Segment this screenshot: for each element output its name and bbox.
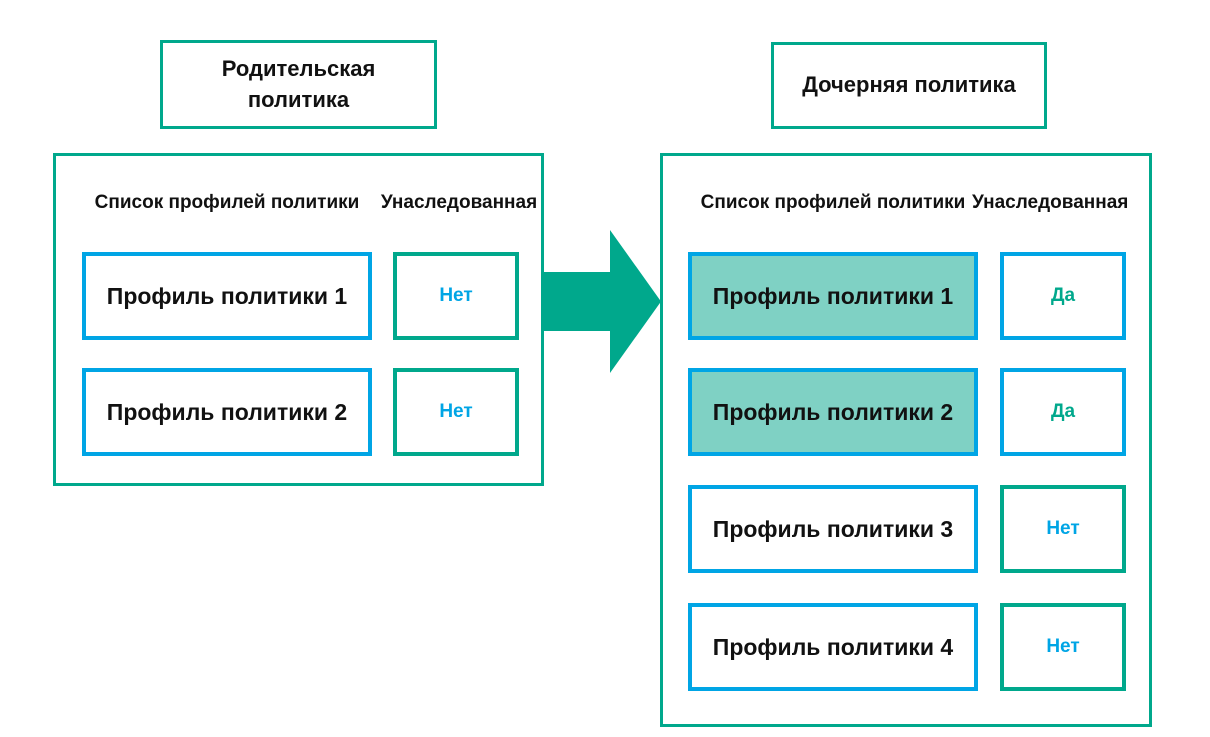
- child-policy-title-box: Дочерняя политика: [771, 42, 1047, 129]
- parent-profile-box-1: Профиль политики 1: [82, 252, 372, 340]
- inheritance-arrow-icon: [544, 230, 661, 373]
- child-inherited-box-4: Нет: [1000, 603, 1126, 691]
- child-inherited-value-1: Да: [1050, 285, 1076, 306]
- child-inherited-box-1: Да: [1000, 252, 1126, 340]
- child-inherited-column-header: Унаследованная: [972, 192, 1129, 213]
- child-profile-label-2: Профиль политики 2: [712, 398, 954, 425]
- child-inherited-value-4: Нет: [1046, 636, 1080, 657]
- parent-policy-title-box: Родительская политика: [160, 40, 437, 129]
- parent-inherited-value-2: Нет: [439, 401, 473, 422]
- child-profile-label-1: Профиль политики 1: [712, 282, 954, 309]
- child-profile-label-4: Профиль политики 4: [712, 633, 954, 660]
- child-profiles-column-header: Список профилей политики: [700, 192, 966, 213]
- parent-inherited-value-1: Нет: [439, 285, 473, 306]
- parent-profile-label-2: Профиль политики 2: [106, 398, 348, 425]
- parent-profile-box-2: Профиль политики 2: [82, 368, 372, 456]
- child-profile-box-2: Профиль политики 2: [688, 368, 978, 456]
- parent-profile-label-1: Профиль политики 1: [106, 282, 348, 309]
- child-policy-title: Дочерняя политика: [802, 72, 1016, 98]
- parent-profiles-column-header: Список профилей политики: [94, 192, 360, 213]
- parent-policy-title: Родительская политика: [221, 55, 376, 112]
- child-profile-box-3: Профиль политики 3: [688, 485, 978, 573]
- child-profile-box-4: Профиль политики 4: [688, 603, 978, 691]
- child-inherited-box-3: Нет: [1000, 485, 1126, 573]
- child-inherited-value-3: Нет: [1046, 518, 1080, 539]
- parent-inherited-box-2: Нет: [393, 368, 519, 456]
- child-profile-box-1: Профиль политики 1: [688, 252, 978, 340]
- child-inherited-box-2: Да: [1000, 368, 1126, 456]
- parent-inherited-column-header: Унаследованная: [380, 192, 538, 213]
- child-profile-label-3: Профиль политики 3: [712, 515, 954, 542]
- parent-inherited-box-1: Нет: [393, 252, 519, 340]
- child-inherited-value-2: Да: [1050, 401, 1076, 422]
